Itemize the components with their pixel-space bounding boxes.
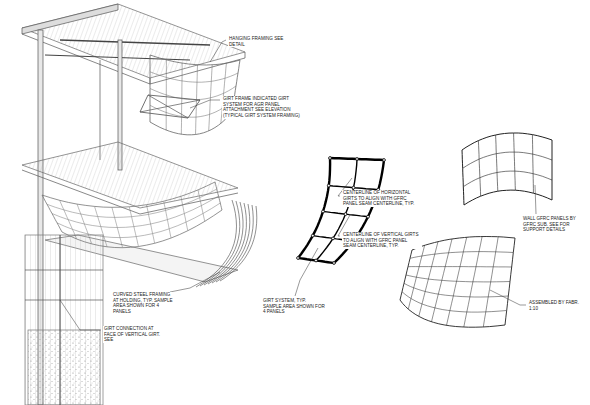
framing-line [400,300,505,327]
framing-line [408,266,512,267]
framing-line [406,275,510,282]
bolt-dot [332,237,335,240]
bolt-dot [329,157,332,160]
framing-line [496,135,498,191]
framing-line [514,133,516,190]
bolt-dot [383,159,386,162]
building-section [22,4,245,405]
framing-line [298,158,330,258]
framing-line [462,133,552,150]
framing-line [412,237,515,251]
framing-line [62,210,222,248]
bolt-dot [311,234,314,237]
framing-line [464,190,552,205]
framing-line [552,140,553,200]
framing-line [404,283,508,297]
callout-note: CENTERLINE OF VERTICAL GIRTS TO ALIGN WI… [342,232,422,249]
curved-framing [42,55,552,327]
framing-line [298,258,334,263]
framing-line [57,203,220,238]
bolt-dot [367,215,370,218]
callout-note: WALL GFRC PANELS BY GFRC SUB. SEE FOR SU… [522,216,586,233]
leader-lines [60,40,536,330]
callout-note: GIRT FRAME INDICATED GIRT SYSTEM FOR AGR… [222,96,302,119]
callout-note: HANGING FRAMING SEE DETAIL [228,36,288,47]
bolt-dot [327,184,330,187]
framing-line [150,55,240,65]
framing-line [150,112,232,135]
bolt-dot [344,213,347,216]
framing-line [52,196,219,228]
framing-line [402,292,507,312]
callout-note: CURVED STEEL FRAMING AT HOLDING, TYP. SA… [112,292,176,315]
framing-line [532,135,533,194]
bolt-dot [333,262,336,265]
bolt-dot [322,210,325,213]
bolt-dot [352,186,355,189]
framing-line [216,205,253,282]
callout-note: ASSEMBLED BY FABR. 1:10 [528,300,585,311]
bolt-dot [356,158,359,161]
callout-note: CENTERLINE OF HORIZONTAL GIRTS TO ALIGN … [342,190,422,207]
framing-line [330,158,384,160]
framing-line [463,152,552,168]
framing-line [220,206,257,281]
framing-line [42,182,215,207]
bolt-dot [315,259,318,262]
callout-note: GIRT SYSTEM, TYP. SAMPLE AREA SHOWN FOR … [262,298,326,315]
bolt-dot [297,257,300,260]
callout-note: GIRT CONNECTION AT FACE OF VERTICAL GIRT… [103,326,165,343]
framing-line [462,150,464,205]
framing-line [478,141,480,197]
framing-line [463,171,552,187]
framing-line [410,252,513,259]
framing-line [150,72,238,82]
framing-line [47,189,217,217]
